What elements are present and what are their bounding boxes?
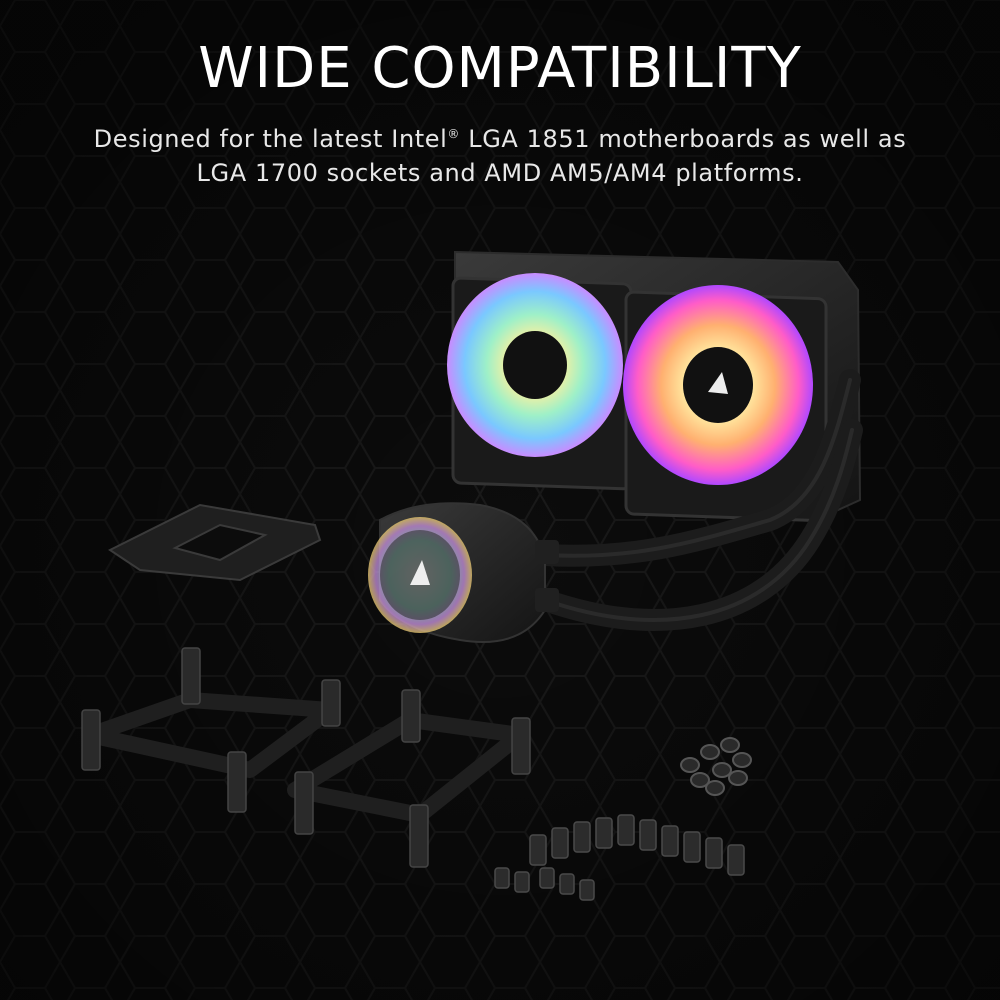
rgb-fan-icon — [623, 285, 813, 485]
trademark-mark: ® — [447, 127, 461, 141]
pump-head-icon — [368, 502, 559, 643]
corsair-sails-icon — [410, 560, 430, 585]
coolant-tubes — [534, 369, 863, 631]
amd-mounting-bracket — [108, 503, 322, 582]
headline: WIDE COMPATIBILITY — [198, 36, 802, 101]
corsair-sails-icon — [708, 372, 728, 394]
washer-set — [680, 737, 752, 796]
standoff-posts — [81, 647, 531, 868]
subtitle: Designed for the latest Intel® LGA 1851 … — [60, 122, 940, 190]
rgb-fan-icon — [447, 273, 623, 457]
subtitle-line1-b: LGA 1851 motherboards as well as — [460, 125, 907, 153]
subtitle-line2: LGA 1700 sockets and AMD AM5/AM4 platfor… — [196, 159, 804, 187]
screw-set — [494, 814, 745, 901]
subtitle-line1-a: Designed for the latest Intel — [93, 125, 448, 153]
